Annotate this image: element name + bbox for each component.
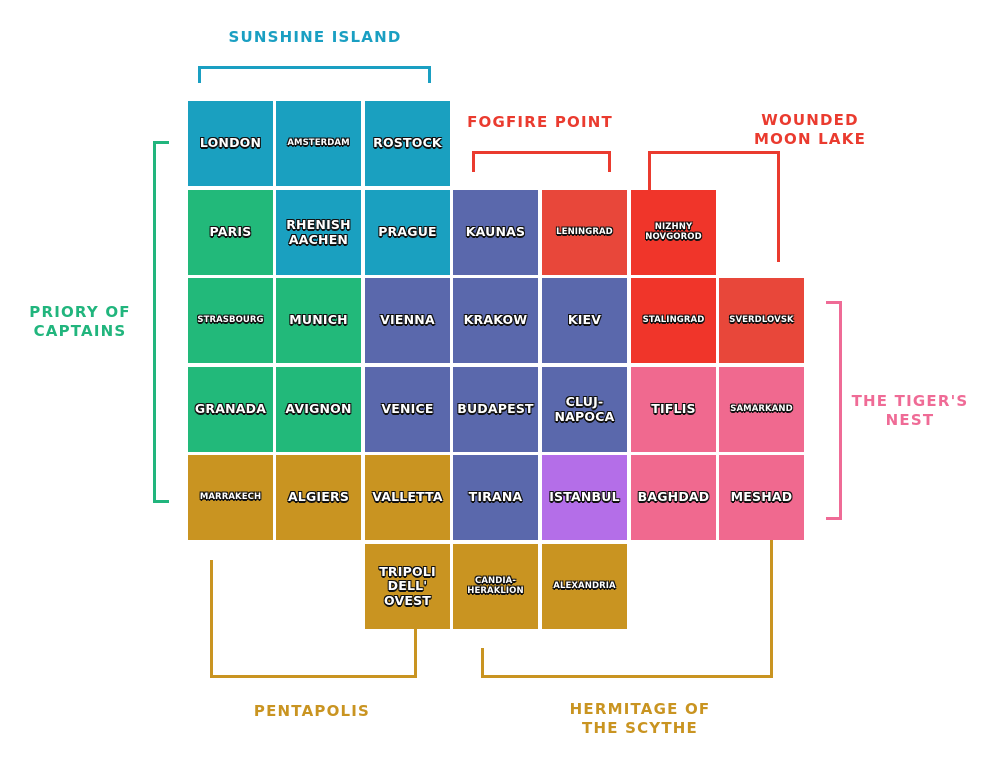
city-tile: ISTANBUL xyxy=(542,455,627,540)
city-name: GRANADA xyxy=(194,401,267,417)
city-name: AVIGNON xyxy=(285,401,352,417)
bracket-tigers-nest xyxy=(826,301,842,520)
city-name: STRASBOURG xyxy=(197,314,264,325)
bracket-sunshine-island xyxy=(198,66,431,83)
city-name: ALEXANDRIA xyxy=(553,580,616,591)
city-tile: AVIGNON xyxy=(276,367,361,452)
city-tile: CANDIA-HERAKLION xyxy=(453,544,538,629)
city-name: ROSTOCK xyxy=(373,135,442,151)
city-name: MARRAKECH xyxy=(199,491,262,502)
city-tile: KRAKOW xyxy=(453,278,538,363)
city-name: MUNICH xyxy=(289,312,348,328)
city-tile: MARRAKECH xyxy=(188,455,273,540)
city-tile: STRASBOURG xyxy=(188,278,273,363)
city-name: NIZHNY NOVGOROD xyxy=(645,221,702,242)
city-name: LONDON xyxy=(199,135,262,151)
city-tile: ALEXANDRIA xyxy=(542,544,627,629)
city-tile: SAMARKAND xyxy=(719,367,804,452)
city-name: PRAGUE xyxy=(378,224,437,240)
city-tile: LONDON xyxy=(188,101,273,186)
city-tile: BUDAPEST xyxy=(453,367,538,452)
city-tile: TRIPOLI DELL' OVEST xyxy=(365,544,450,629)
city-name: PARIS xyxy=(209,224,252,240)
city-tile: MUNICH xyxy=(276,278,361,363)
label-sunshine-island: SUNSHINE ISLAND xyxy=(228,28,402,46)
city-name: RHENISH AACHEN xyxy=(286,217,351,247)
city-name: KRAKOW xyxy=(463,312,528,328)
city-tile: STALINGRAD xyxy=(631,278,716,363)
city-name: LENINGRAD xyxy=(556,226,613,237)
city-name: VALLETTA xyxy=(372,489,443,505)
city-tile: TIRANA xyxy=(453,455,538,540)
city-tile: VALLETTA xyxy=(365,455,450,540)
city-name: SVERDLOVSK xyxy=(729,314,794,325)
city-name: BUDAPEST xyxy=(457,401,534,417)
city-name: STALINGRAD xyxy=(642,314,705,325)
city-tile: NIZHNY NOVGOROD xyxy=(631,190,716,275)
bracket-fogfire-point xyxy=(472,151,611,172)
city-tile: ALGIERS xyxy=(276,455,361,540)
city-tile: MESHAD xyxy=(719,455,804,540)
city-tile: AMSTERDAM xyxy=(276,101,361,186)
city-name: MESHAD xyxy=(730,489,793,505)
bracket-hermitage-of-the-scythe xyxy=(481,460,773,678)
label-hermitage-of-the-scythe: HERMITAGE OF THE SCYTHE xyxy=(569,700,711,737)
bracket-priory-of-captains xyxy=(153,141,169,503)
city-name: TIFLIS xyxy=(651,401,696,417)
city-name: SAMARKAND xyxy=(730,403,793,414)
city-tile: PRAGUE xyxy=(365,190,450,275)
city-tile: SVERDLOVSK xyxy=(719,278,804,363)
city-name: KAUNAS xyxy=(465,224,526,240)
label-priory-of-captains: PRIORY OF CAPTAINS xyxy=(29,303,131,340)
city-tile: GRANADA xyxy=(188,367,273,452)
label-pentapolis: PENTAPOLIS xyxy=(253,702,371,720)
city-tile: VENICE xyxy=(365,367,450,452)
bracket-hermitage-left-leg xyxy=(481,648,484,678)
city-tile: VIENNA xyxy=(365,278,450,363)
city-tile: BAGHDAD xyxy=(631,455,716,540)
city-tile: TIFLIS xyxy=(631,367,716,452)
city-name: VIENNA xyxy=(380,312,435,328)
label-tigers-nest: THE TIGER'S NEST xyxy=(851,392,969,429)
city-tile: RHENISH AACHEN xyxy=(276,190,361,275)
city-tile: KAUNAS xyxy=(453,190,538,275)
city-name: ALGIERS xyxy=(287,489,350,505)
city-tile: LENINGRAD xyxy=(542,190,627,275)
label-fogfire-point: FOGFIRE POINT xyxy=(467,113,613,131)
city-name: ISTANBUL xyxy=(549,489,620,505)
label-wounded-moon-lake: WOUNDED MOON LAKE xyxy=(753,111,867,148)
city-name: BAGHDAD xyxy=(637,489,710,505)
city-tile: CLUJ-NAPOCA xyxy=(542,367,627,452)
city-name: VENICE xyxy=(381,401,434,417)
city-tile: PARIS xyxy=(188,190,273,275)
city-name: CLUJ-NAPOCA xyxy=(554,394,615,424)
city-name: KIEV xyxy=(567,312,602,328)
city-name: TIRANA xyxy=(468,489,523,505)
city-name: AMSTERDAM xyxy=(287,137,350,148)
city-tile: ROSTOCK xyxy=(365,101,450,186)
city-tile: KIEV xyxy=(542,278,627,363)
city-name: CANDIA-HERAKLION xyxy=(467,575,524,596)
city-name: TRIPOLI DELL' OVEST xyxy=(379,563,436,608)
